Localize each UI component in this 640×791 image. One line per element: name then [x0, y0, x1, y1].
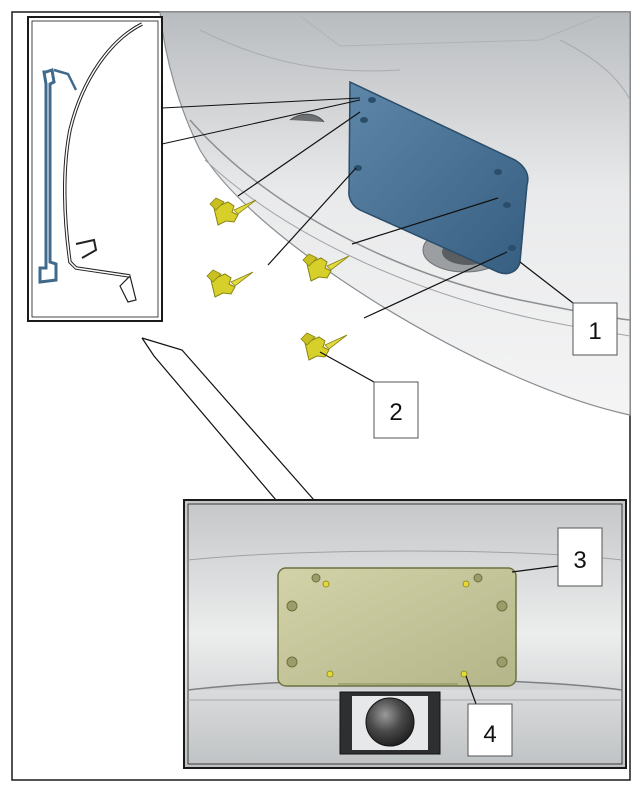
detail-pointer [141, 337, 315, 501]
callout-2: 2 [373, 381, 419, 439]
leader-lines [237, 111, 574, 383]
callout-4: 4 [467, 703, 513, 757]
callout-label: 3 [573, 547, 586, 574]
rear-camera-icon [339, 691, 441, 755]
callout-3: 3 [557, 527, 603, 587]
callout-1: 1 [572, 302, 618, 356]
section-inset [27, 16, 361, 322]
callout-label: 2 [389, 399, 402, 426]
callout-label: 1 [588, 318, 601, 345]
detail-view [183, 499, 627, 769]
license-plate-holder [277, 567, 517, 687]
license-plate-bracket [348, 80, 529, 275]
callout-label: 4 [483, 721, 496, 748]
